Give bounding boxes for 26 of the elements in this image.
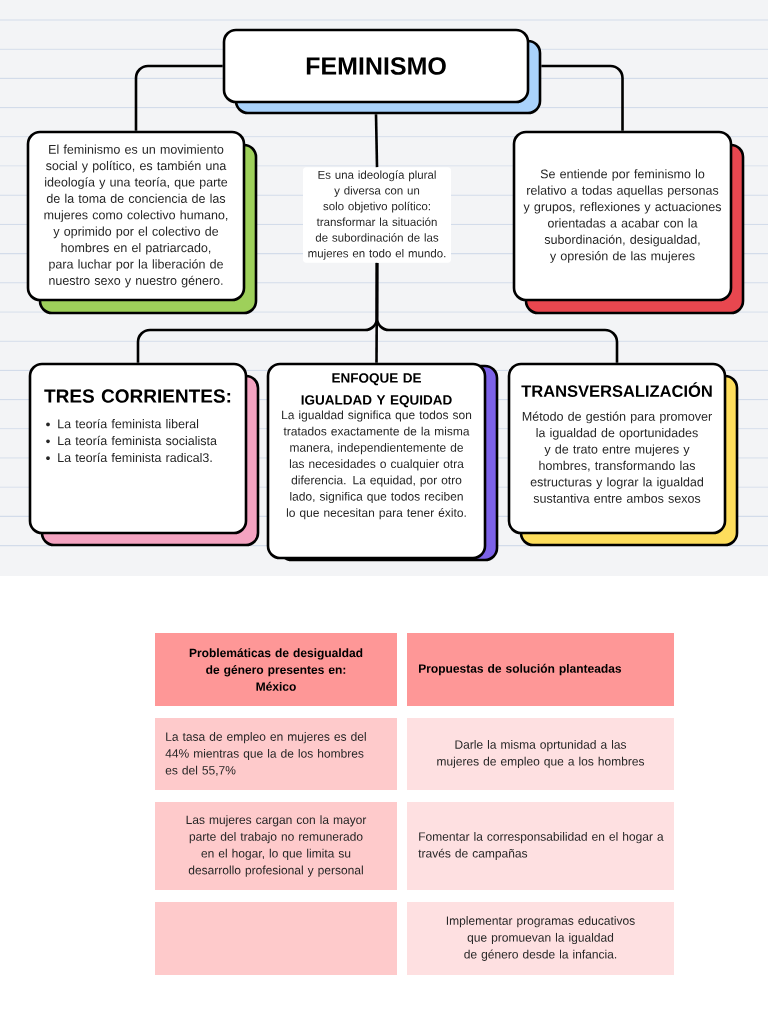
text-card xyxy=(507,362,739,547)
card-heading: ENFOQUE DE IGUALDAD Y EQUIDAD xyxy=(301,373,452,408)
card-heading: TRANSVERSALIZACIÓN xyxy=(521,382,712,397)
card-heading: TRES CORRIENTES: xyxy=(44,389,231,403)
list-item: La teoría feminista socialista xyxy=(58,435,217,446)
table-cell: Implementar programas educativos que promuevan la igualdad de género desde la infancia. xyxy=(407,902,674,975)
connector-line xyxy=(541,64,624,131)
table-cell: Fomentar la corresponsabilidad en el hogar a través de campañas xyxy=(407,802,674,890)
text-card: Se entiende por feminismo lo relativo a todas aquellas personas y grupos, reflexiones y actuaciones orientadas a acabar con la subordinación, desigualdad, y opresión de las mujeres xyxy=(512,130,745,315)
list-item: La teoría feminista radical3. xyxy=(58,452,212,463)
text-card: El feminismo es un movimiento social y político, es también una ideología y una teoría, que parte de la toma de conciencia de las mujeres como colectivo humano, y oprimido por el colectivo de hombres en el patriarcado, para luchar por la liberación de nuestro sexo y nuestro género. xyxy=(26,130,258,315)
list-item: La teoría feminista liberal xyxy=(58,418,199,429)
table-cell: Darle la misma oprtunidad a las mujeres de empleo que a los hombres xyxy=(407,718,674,790)
connector-line xyxy=(375,262,619,363)
card-text: La igualdad significa que todos son tratados exactamente de la misma manera, independientemente de las necesidades o cualquier otra diferencia. La equidad, por otro lado, significa que todos reciben lo que necesitan para tener éxito. xyxy=(282,410,472,520)
table-cell: Las mujeres cargan con la mayor parte del trabajo no remunerado en el hogar, lo que limita su desarrollo profesional y personal xyxy=(155,802,397,890)
connector-line xyxy=(374,114,379,168)
title-box: FEMINISMO xyxy=(222,28,542,115)
card-text: Método de gestión para promover la igualdad de oportunidades y de trato entre mujeres y hombres, transformando las estructuras y lograr la igualdad sustantiva entre ambos sexos xyxy=(522,411,712,503)
table-header-cell: Propuestas de solución planteadas xyxy=(407,633,674,706)
text-card xyxy=(266,362,499,562)
table-header-cell: Problemáticas de desigualdad de género presentes en: México xyxy=(155,633,397,706)
text-block: Es una ideología plural y diversa con un solo objetivo político: transformar la situación de subordinación de las mujeres en todo el mundo. xyxy=(303,167,451,263)
connector-line xyxy=(134,64,223,131)
table-cell: La tasa de empleo en mujeres es del 44% mientras que la de los hombres es del 55,7% xyxy=(155,718,397,790)
text-card xyxy=(28,362,260,547)
